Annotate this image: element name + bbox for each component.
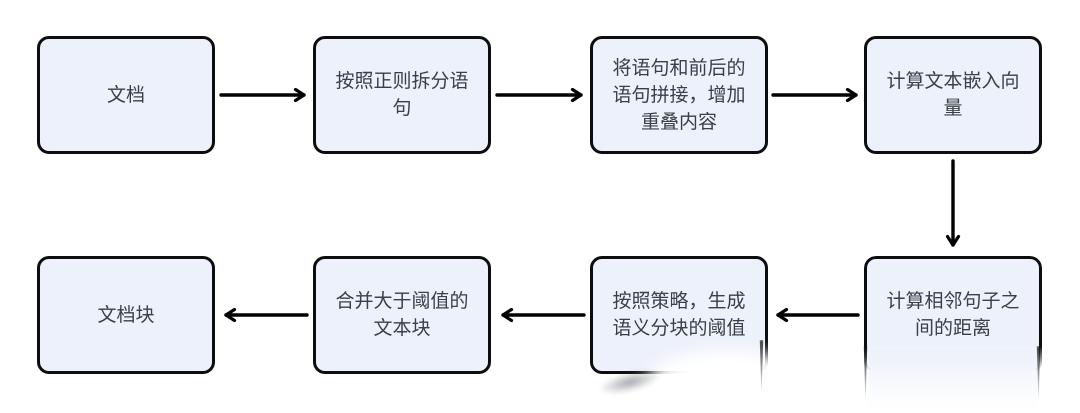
node-label: 计算相邻句子之 间的距离 bbox=[886, 291, 1020, 339]
node-document: 文档 bbox=[37, 36, 215, 154]
node-embedding-vector: 计算文本嵌入向 量 bbox=[864, 36, 1042, 154]
node-label: 按照正则拆分语 句 bbox=[335, 71, 469, 119]
node-document-chunks: 文档块 bbox=[37, 256, 215, 374]
node-label: 合并大于阈值的 文本块 bbox=[335, 291, 469, 339]
node-merge-chunks: 合并大于阈值的 文本块 bbox=[313, 256, 491, 374]
node-concat-overlap: 将语句和前后的 语句拼接，增加 重叠内容 bbox=[590, 36, 768, 154]
node-label: 计算文本嵌入向 量 bbox=[886, 71, 1020, 119]
node-label: 文档 bbox=[106, 84, 145, 106]
node-threshold-strategy: 按照策略，生成 语义分块的阈值 bbox=[590, 256, 768, 374]
node-label: 文档块 bbox=[97, 304, 155, 326]
node-regex-split: 按照正则拆分语 句 bbox=[313, 36, 491, 154]
node-label: 将语句和前后的 语句拼接，增加 重叠内容 bbox=[612, 57, 746, 133]
node-label: 按照策略，生成 语义分块的阈值 bbox=[612, 291, 746, 339]
node-adjacent-distance: 计算相邻句子之 间的距离 bbox=[864, 256, 1042, 374]
